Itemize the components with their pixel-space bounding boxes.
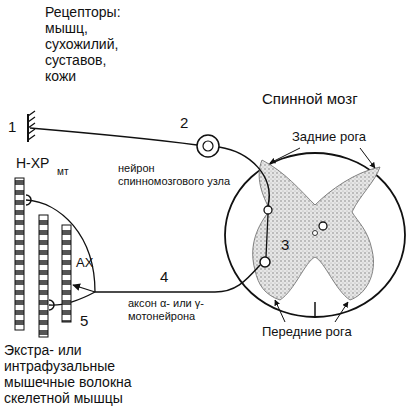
spinal-cord xyxy=(225,153,405,317)
interneuron xyxy=(319,222,327,230)
axon-label: аксон α- или γ- мотонейрона xyxy=(128,297,240,322)
central-canal xyxy=(313,231,318,236)
end-plate xyxy=(26,195,31,205)
mediator-label: АХ xyxy=(76,256,93,271)
subscript: мт xyxy=(57,166,68,178)
horn-label: Передние рога xyxy=(262,325,352,340)
leader-line xyxy=(335,302,348,322)
leader-line xyxy=(275,300,285,322)
ganglion-neuron xyxy=(197,135,219,157)
receptor-hatch xyxy=(28,111,35,140)
callout-number: 4 xyxy=(160,268,168,285)
receptor-label: Рецепторы: мышц, сухожилий, суставов, ко… xyxy=(45,4,121,84)
leader-line xyxy=(270,148,300,163)
horn-label: Задние рога xyxy=(292,130,366,145)
nerve-branch xyxy=(26,200,95,292)
muscle-fibre xyxy=(15,178,24,330)
nerve-branch xyxy=(49,292,95,305)
leader-line xyxy=(360,148,375,168)
receptor-name: Н-ХР xyxy=(16,155,49,171)
callout-number: 5 xyxy=(80,312,88,329)
efferent-axon xyxy=(95,265,260,292)
structure-label: Спинной мозг xyxy=(262,90,358,107)
motoneuron xyxy=(260,257,270,267)
interneuron xyxy=(264,206,272,214)
callout-number: 2 xyxy=(180,114,188,131)
fibre-label: Экстра- или интрафузальные мышечные воло… xyxy=(4,342,172,406)
nerve-branch xyxy=(73,285,95,292)
median-fissure xyxy=(314,302,316,317)
connection xyxy=(266,214,268,257)
muscle-fibre xyxy=(39,215,48,337)
muscle-fibre xyxy=(62,225,71,322)
callout-number: 1 xyxy=(8,118,16,135)
neuron-nucleus xyxy=(203,141,213,151)
afferent-fibre xyxy=(30,128,197,145)
end-plate xyxy=(49,300,54,310)
callout-number: 3 xyxy=(281,236,289,253)
grey-matter xyxy=(253,160,380,300)
neuron-label: нейрон спинномозгового узла xyxy=(118,162,240,187)
